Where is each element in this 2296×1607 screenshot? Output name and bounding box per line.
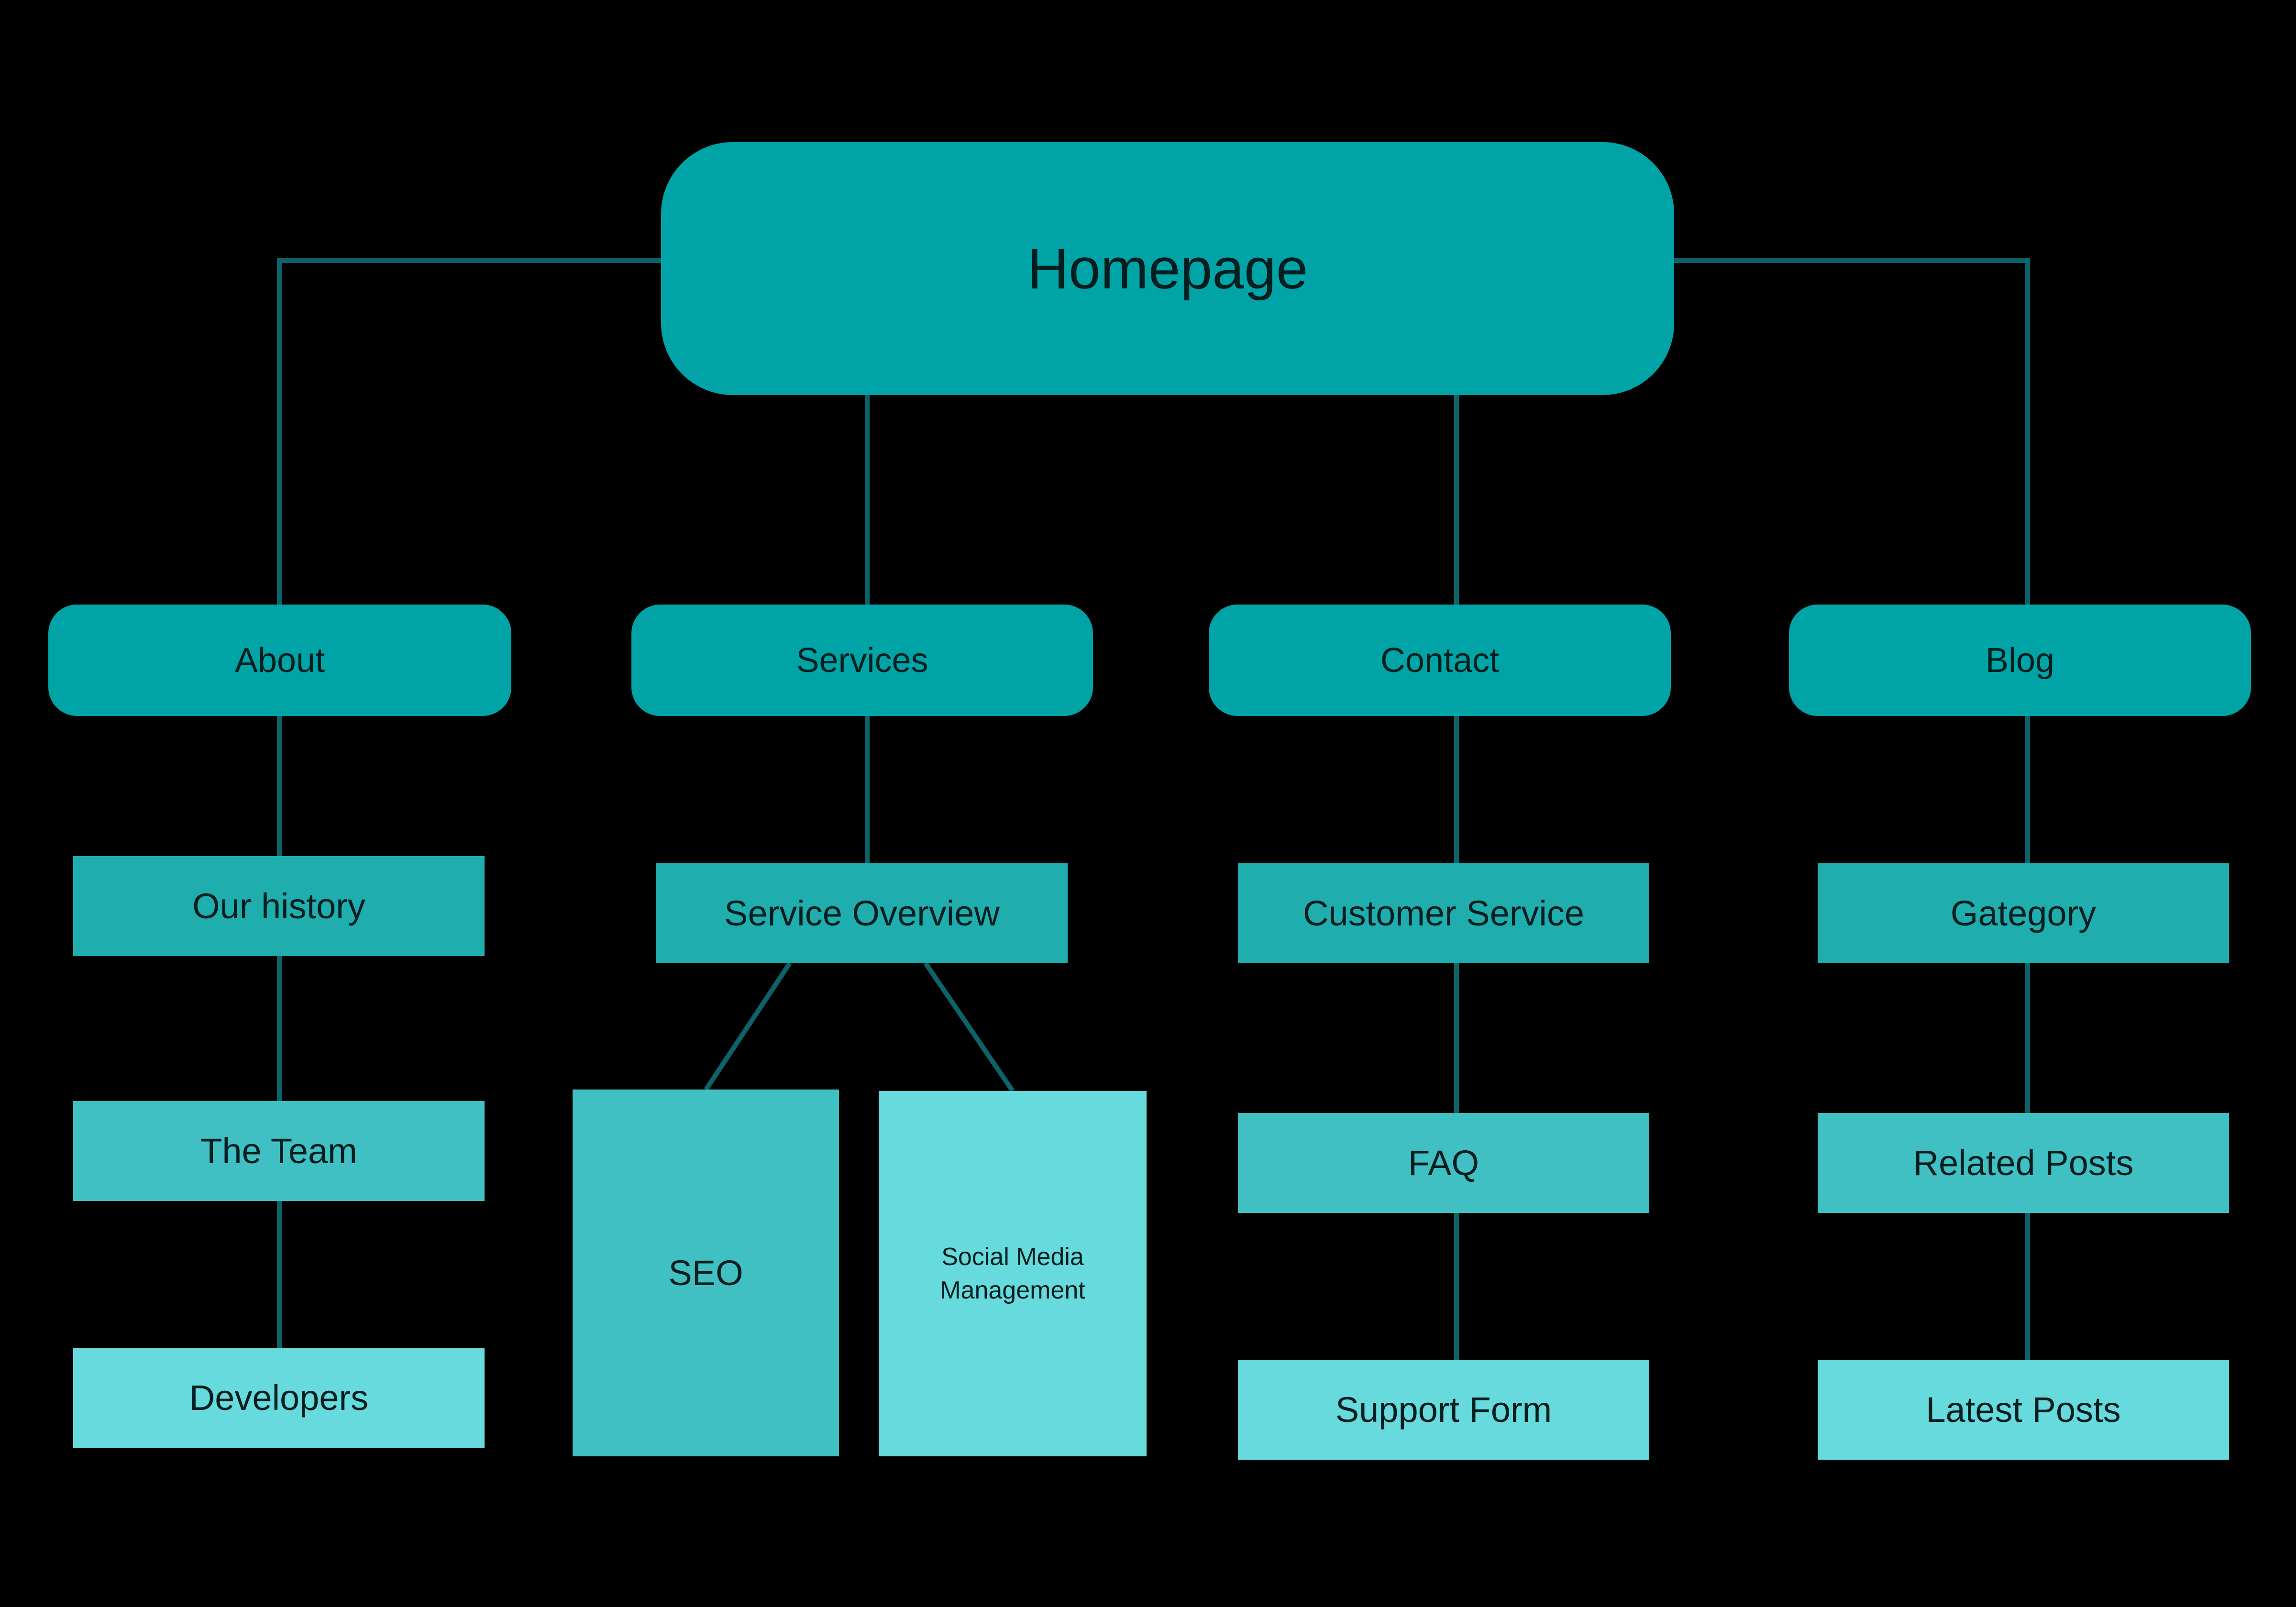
node-customer-service: Customer Service xyxy=(1238,863,1649,963)
node-gategory: Gategory xyxy=(1818,863,2229,963)
node-faq-label: FAQ xyxy=(1408,1143,1479,1183)
connector-service-overview-social-media xyxy=(923,962,1015,1092)
node-contact-label: Contact xyxy=(1380,641,1500,680)
node-seo-label: SEO xyxy=(668,1253,743,1293)
node-about-label: About xyxy=(234,641,325,680)
node-latest-posts: Latest Posts xyxy=(1818,1360,2229,1460)
node-about: About xyxy=(48,605,511,716)
node-social-media-management: Social Media Management xyxy=(879,1091,1147,1456)
node-support-form: Support Form xyxy=(1238,1360,1649,1460)
node-related-posts: Related Posts xyxy=(1818,1113,2229,1213)
node-social-media-management-label: Social Media Management xyxy=(940,1243,1085,1304)
connector-homepage-about xyxy=(277,258,661,605)
node-gategory-label: Gategory xyxy=(1950,893,2097,933)
node-latest-posts-label: Latest Posts xyxy=(1926,1390,2121,1430)
node-related-posts-label: Related Posts xyxy=(1913,1143,2134,1183)
node-homepage: Homepage xyxy=(661,142,1674,395)
node-homepage-label: Homepage xyxy=(1027,236,1308,301)
node-developers-label: Developers xyxy=(189,1378,369,1418)
node-the-team-label: The Team xyxy=(200,1131,357,1171)
node-our-history-label: Our history xyxy=(192,886,365,926)
node-services: Services xyxy=(631,605,1093,716)
node-contact: Contact xyxy=(1209,605,1671,716)
node-blog-label: Blog xyxy=(1985,641,2055,680)
node-customer-service-label: Customer Service xyxy=(1303,893,1585,933)
connector-service-overview-seo xyxy=(704,962,792,1091)
node-our-history: Our history xyxy=(73,856,485,956)
node-service-overview-label: Service Overview xyxy=(724,893,1000,933)
node-blog: Blog xyxy=(1789,605,2251,716)
node-support-form-label: Support Form xyxy=(1335,1390,1552,1430)
node-faq: FAQ xyxy=(1238,1113,1649,1213)
connector-homepage-blog xyxy=(1674,258,2030,605)
node-the-team: The Team xyxy=(73,1101,485,1201)
node-seo: SEO xyxy=(573,1090,839,1456)
node-services-label: Services xyxy=(796,641,928,680)
node-developers: Developers xyxy=(73,1348,485,1448)
node-service-overview: Service Overview xyxy=(656,863,1068,963)
